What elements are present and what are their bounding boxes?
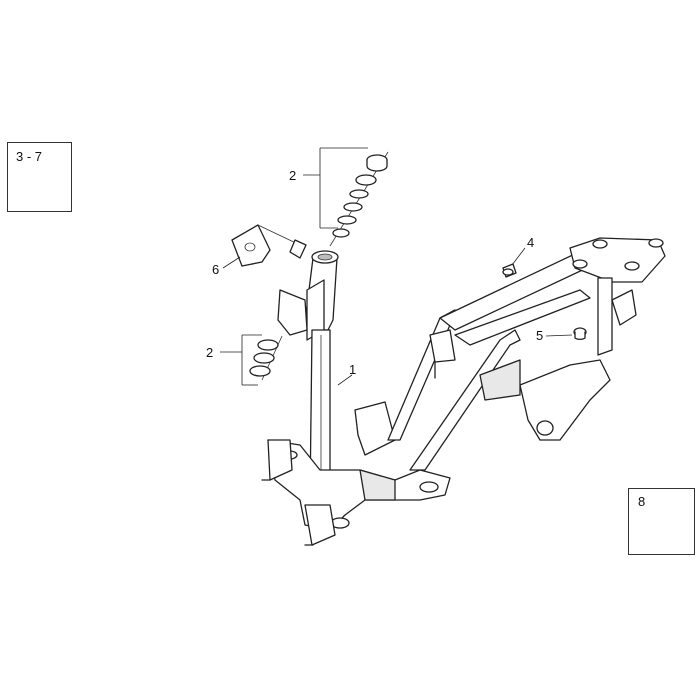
callout-frame: 1 [349,362,357,377]
bracket-part [231,224,307,267]
inset-clip-nut-label: 3 - 7 [16,149,43,164]
inset-clip-nut: 3 - 7 [7,142,72,212]
callout-bushing: 5 [536,328,544,343]
leader-lines [220,147,573,386]
callout-bearing-lower: 2 [206,345,214,360]
bearing-stack-lower [249,335,283,381]
frame-part [261,237,666,546]
callout-bearing-upper: 2 [289,168,297,183]
callout-spacer: 4 [527,235,535,250]
inset-rubber-pad: 8 [628,488,695,555]
bushing-part [573,327,587,340]
callout-bracket: 6 [212,262,220,277]
bearing-stack-upper [329,151,389,247]
spacer-part [502,263,517,278]
inset-rubber-pad-label: 8 [638,494,646,509]
